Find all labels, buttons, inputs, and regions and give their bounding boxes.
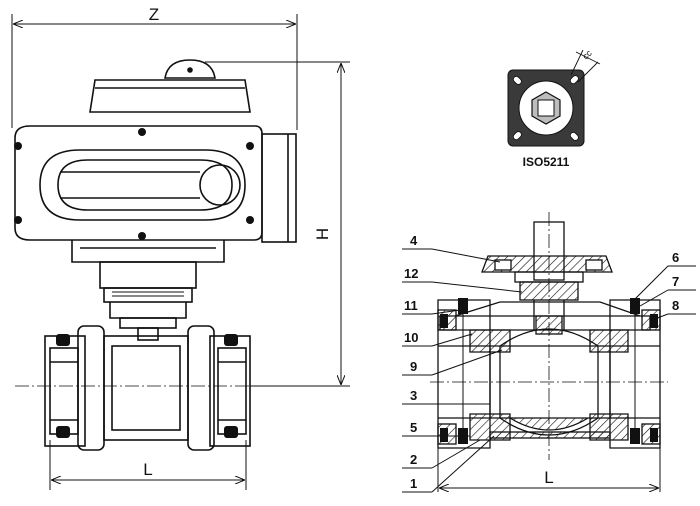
l-dimension-left [49, 440, 247, 490]
manual-override-cover [39, 149, 246, 221]
actuator-housing [14, 125, 263, 241]
part-label-2: 2 [410, 452, 417, 467]
height-label: H [313, 228, 332, 240]
part-label-1: 1 [410, 476, 417, 491]
part-label-11: 11 [404, 298, 418, 313]
stem-coupling [119, 317, 177, 329]
actuator-side-panel [261, 133, 297, 243]
length-right-label: L [544, 468, 553, 487]
actuator-top-cover [89, 79, 251, 113]
mounting-bracket [103, 287, 193, 303]
part-label-12: 12 [404, 266, 418, 281]
flange-slots [512, 75, 579, 141]
iso-standard-label: ISO5211 [523, 155, 570, 169]
actuator-valve-view [11, 14, 350, 490]
part-leaders [402, 248, 696, 493]
valve-section-view [402, 212, 696, 493]
part-label-5: 5 [410, 420, 417, 435]
part-label-6: 6 [672, 250, 679, 265]
valve-body-front [44, 325, 251, 451]
part-label-10: 10 [404, 330, 418, 345]
housing-bolts [14, 128, 254, 240]
part-label-9: 9 [410, 359, 417, 374]
part-number-labels: 4 12 11 10 9 3 5 2 1 6 7 8 [404, 233, 679, 491]
mounting-pad [481, 255, 613, 273]
flange-key-label: cc [580, 48, 594, 62]
part-label-3: 3 [410, 388, 417, 403]
length-left-label: L [143, 460, 152, 479]
width-label: Z [149, 5, 159, 24]
part-label-8: 8 [672, 298, 679, 313]
body-bolts [56, 334, 238, 438]
z-dimension [11, 14, 298, 130]
l-dimension-right [437, 448, 661, 492]
actuator-base [71, 240, 225, 263]
position-indicator-dome [164, 59, 216, 79]
part-label-4: 4 [410, 233, 418, 248]
iso-flange-view [507, 49, 601, 147]
end-cap-left [437, 299, 491, 449]
part-label-7: 7 [672, 274, 679, 289]
override-knob [199, 164, 241, 206]
